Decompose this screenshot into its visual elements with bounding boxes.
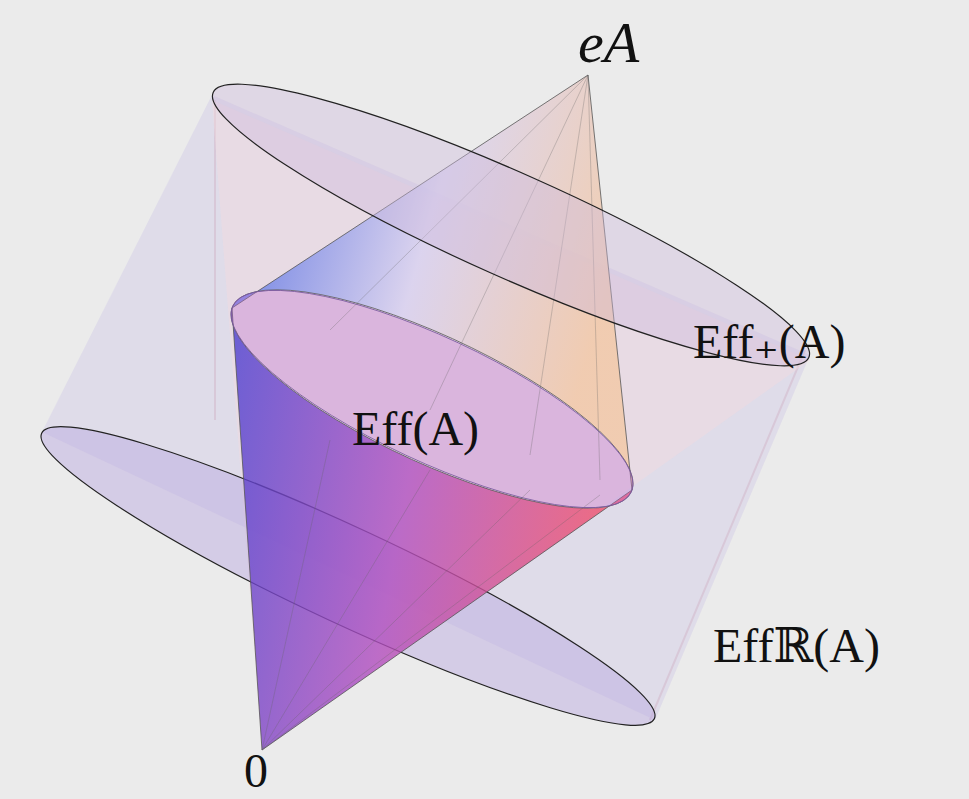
math-label: 0: [244, 747, 268, 795]
math-label: Eff₊(A): [693, 318, 845, 366]
math-label: eA: [578, 14, 639, 72]
math-label: Eff(A): [352, 405, 479, 453]
math-label: Effℝ(A): [713, 622, 880, 670]
